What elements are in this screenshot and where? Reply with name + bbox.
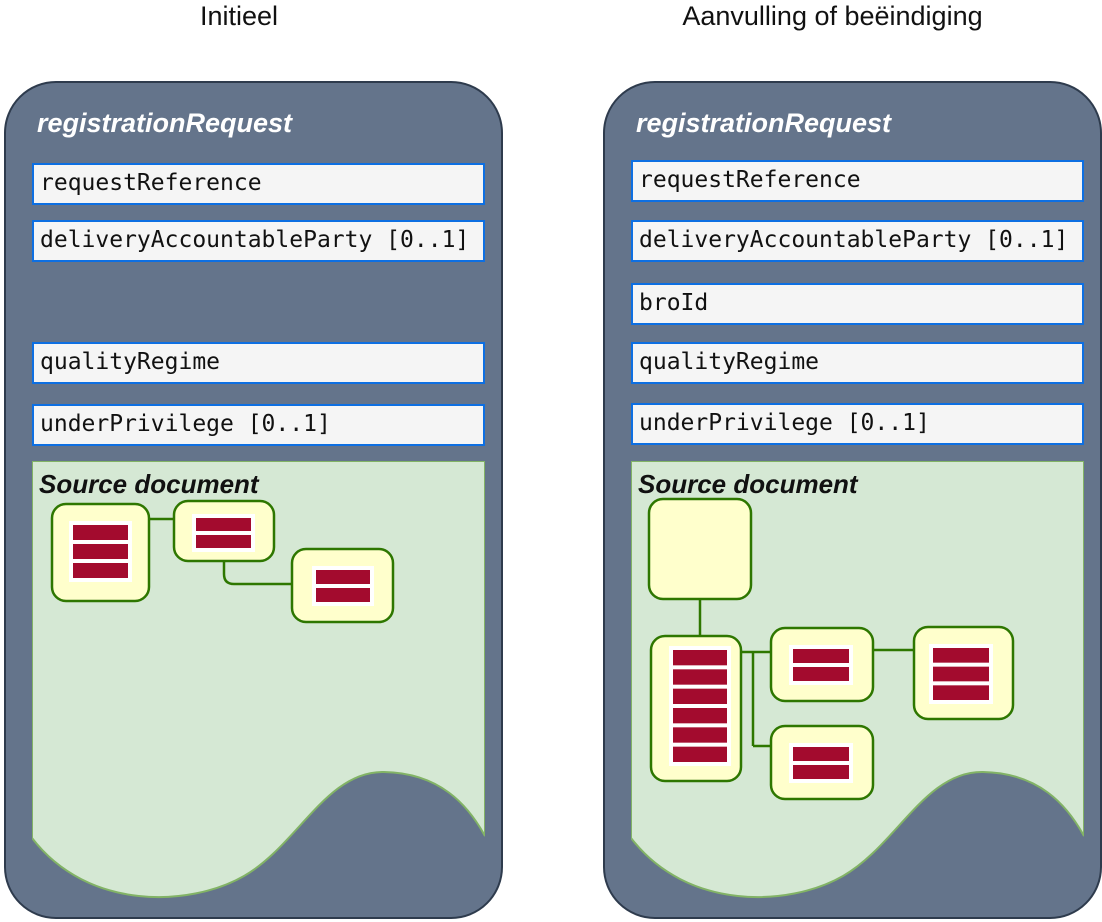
document-box bbox=[649, 634, 743, 783]
document-stripe bbox=[793, 765, 849, 779]
connector-line bbox=[222, 561, 292, 586]
source-document-figure: Source document bbox=[631, 461, 1084, 899]
field-qualityRegime: qualityRegime bbox=[631, 342, 1084, 384]
column-title-aanvulling: Aanvulling of beëindiging bbox=[682, 1, 983, 31]
document-box bbox=[769, 724, 875, 801]
field-broId: broId bbox=[631, 283, 1084, 325]
document-stripe bbox=[316, 570, 370, 584]
field-underPrivilege: underPrivilege [0..1] bbox=[631, 403, 1084, 445]
document-box bbox=[172, 499, 276, 563]
panel-header: registrationRequest bbox=[37, 108, 293, 138]
document-stripe bbox=[316, 588, 370, 602]
document-stripe bbox=[673, 650, 727, 666]
document-box bbox=[647, 497, 753, 601]
document-box bbox=[912, 625, 1015, 721]
column-title-initieel: Initieel bbox=[199, 1, 279, 31]
document-box bbox=[50, 502, 151, 603]
document-stripe bbox=[673, 669, 727, 685]
document-stripe bbox=[933, 666, 989, 682]
document-stripe bbox=[73, 563, 128, 578]
document-stripe bbox=[196, 535, 251, 548]
document-stripe bbox=[793, 747, 849, 761]
field-underPrivilege: underPrivilege [0..1] bbox=[32, 404, 485, 446]
document-stripe bbox=[933, 685, 989, 700]
document-stripe bbox=[73, 544, 128, 559]
field-qualityRegime: qualityRegime bbox=[32, 342, 485, 384]
document-stripe bbox=[73, 525, 128, 540]
field-requestReference: requestReference bbox=[32, 163, 485, 205]
document-stripe bbox=[793, 667, 849, 681]
document-stripe bbox=[196, 518, 251, 531]
document-stripe bbox=[793, 649, 849, 663]
document-box bbox=[769, 626, 875, 703]
field-deliveryAccountableParty: deliveryAccountableParty [0..1] bbox=[32, 220, 485, 262]
panel-initial-request: registrationRequest requestReference deli… bbox=[4, 81, 503, 919]
source-document-figure: Source document bbox=[32, 461, 485, 899]
document-stripe bbox=[673, 746, 727, 762]
document-stripe bbox=[673, 727, 727, 743]
document-stripe bbox=[673, 688, 727, 704]
document-stripe bbox=[933, 648, 989, 663]
field-list: requestReference deliveryAccountableParty… bbox=[605, 83, 1100, 917]
field-requestReference: requestReference bbox=[631, 160, 1084, 202]
source-document-label: Source document bbox=[39, 469, 260, 499]
field-deliveryAccountableParty: deliveryAccountableParty [0..1] bbox=[631, 220, 1084, 262]
field-list: requestReference deliveryAccountableParty… bbox=[6, 83, 501, 917]
panel-supplement-request: registrationRequest requestReference deli… bbox=[603, 81, 1102, 919]
panel-header: registrationRequest bbox=[636, 108, 892, 138]
document-stripe bbox=[673, 708, 727, 724]
document-box bbox=[290, 547, 395, 624]
source-document-label: Source document bbox=[638, 469, 859, 499]
